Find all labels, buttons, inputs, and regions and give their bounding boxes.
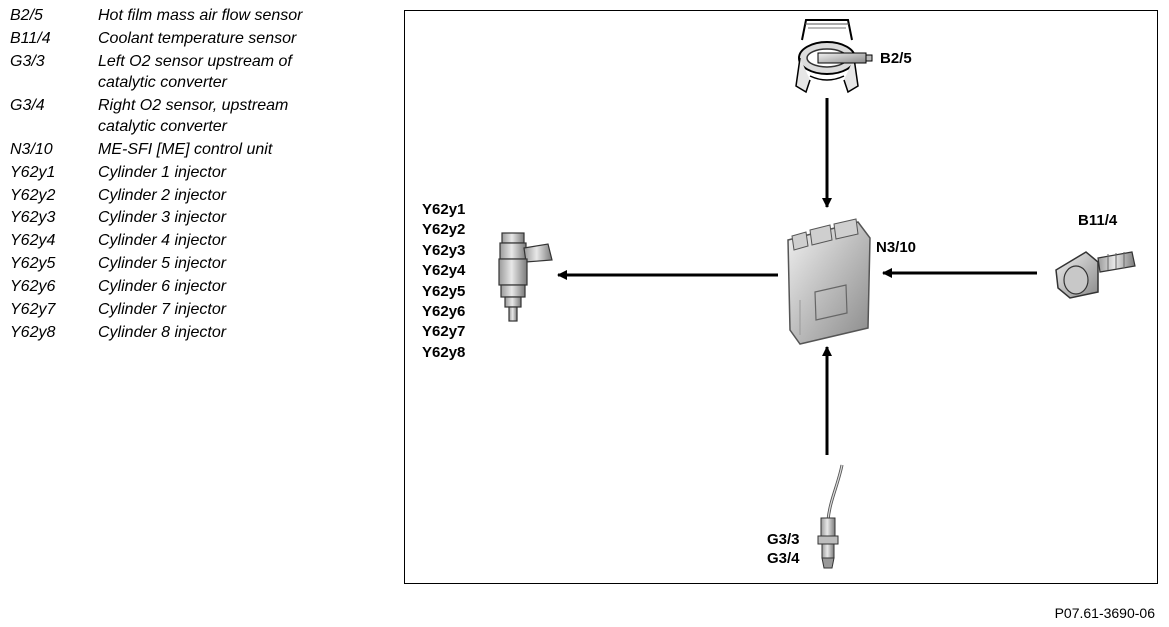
legend-code: Y62y2 xyxy=(10,186,56,204)
legend-row: Y62y5 Cylinder 5 injector xyxy=(10,254,340,275)
legend-row: B2/5 Hot film mass air flow sensor xyxy=(10,6,340,27)
o2-sensor-label-left: G3/3 xyxy=(767,531,800,548)
legend-code: Y62y3 xyxy=(10,209,56,227)
ecu-icon xyxy=(787,218,871,345)
legend-code: G3/3 xyxy=(10,52,45,70)
injector-label: Y62y3 xyxy=(422,241,466,259)
legend-code: B2/5 xyxy=(10,7,43,24)
injector-labels: Y62y1 Y62y2 Y62y3 Y62y4 Y62y5 Y62y6 Y62y… xyxy=(422,200,465,363)
maf-label: B2/5 xyxy=(880,50,912,67)
injector-icon xyxy=(498,232,553,322)
legend-description: Cylinder 3 injector xyxy=(98,209,227,227)
injector-label: Y62y4 xyxy=(422,262,466,280)
legend-code: G3/4 xyxy=(10,96,45,114)
legend-row: N3/10 ME-SFI [ME] control unit xyxy=(10,140,340,161)
coolant-sensor-label: B11/4 xyxy=(1078,212,1118,229)
legend-description: Left O2 sensor upstream of catalytic con… xyxy=(98,52,292,91)
legend-row: Y62y8 Cylinder 8 injector xyxy=(10,323,340,344)
legend-description: Cylinder 5 injector xyxy=(98,255,227,273)
o2-sensor-icon xyxy=(817,464,844,569)
diagram-frame xyxy=(404,10,1158,584)
ecu-label: N3/10 xyxy=(876,239,917,256)
legend-row: Y62y6 Cylinder 6 injector xyxy=(10,277,340,298)
legend-description: Cylinder 6 injector xyxy=(98,278,227,296)
legend-row: G3/4 Right O2 sensor, upstream catalytic… xyxy=(10,96,340,138)
legend-description: Right O2 sensor, upstream catalytic conv… xyxy=(98,96,289,135)
legend-code: Y62y5 xyxy=(10,255,56,273)
legend-row: G3/3 Left O2 sensor upstream of catalyti… xyxy=(10,52,340,94)
legend-code: Y62y4 xyxy=(10,232,56,250)
legend-row: Y62y1 Cylinder 1 injector xyxy=(10,163,340,184)
injector-label: Y62y8 xyxy=(422,343,466,361)
legend-code: Y62y7 xyxy=(10,301,56,319)
legend-description: Coolant temperature sensor xyxy=(98,29,297,47)
legend-code: Y62y8 xyxy=(10,324,56,342)
legend-code: N3/10 xyxy=(10,140,53,158)
legend-row: Y62y7 Cylinder 7 injector xyxy=(10,300,340,321)
legend-description: Cylinder 4 injector xyxy=(98,232,227,250)
legend-description: Cylinder 7 injector xyxy=(98,301,227,319)
legend-description: Cylinder 8 injector xyxy=(98,324,227,342)
legend-row: Y62y3 Cylinder 3 injector xyxy=(10,208,340,229)
legend-row: B11/4 Coolant temperature sensor xyxy=(10,29,340,50)
injector-label: Y62y2 xyxy=(422,221,466,239)
legend-code: B11/4 xyxy=(10,29,51,47)
legend-description: Cylinder 2 injector xyxy=(98,186,227,204)
legend-row: Y62y2 Cylinder 2 injector xyxy=(10,186,340,207)
legend-description: Hot film mass air flow sensor xyxy=(98,7,303,24)
o2-sensor-label-right: G3/4 xyxy=(767,550,800,567)
legend-code: Y62y6 xyxy=(10,278,56,296)
legend-row: Y62y4 Cylinder 4 injector xyxy=(10,231,340,252)
legend: B2/5 Hot film mass air flow sensor B11/4… xyxy=(10,6,340,346)
legend-description: Cylinder 1 injector xyxy=(98,163,227,181)
legend-description: ME-SFI [ME] control unit xyxy=(98,140,273,158)
injector-label: Y62y1 xyxy=(422,201,466,218)
figure-id: P07.61-3690-06 xyxy=(1054,605,1155,621)
coolant-sensor-icon xyxy=(1055,251,1136,299)
injector-label: Y62y5 xyxy=(422,282,466,300)
legend-code: Y62y1 xyxy=(10,163,56,181)
maf-sensor-icon xyxy=(795,19,873,94)
injector-label: Y62y7 xyxy=(422,323,466,341)
injector-label: Y62y6 xyxy=(422,303,466,321)
